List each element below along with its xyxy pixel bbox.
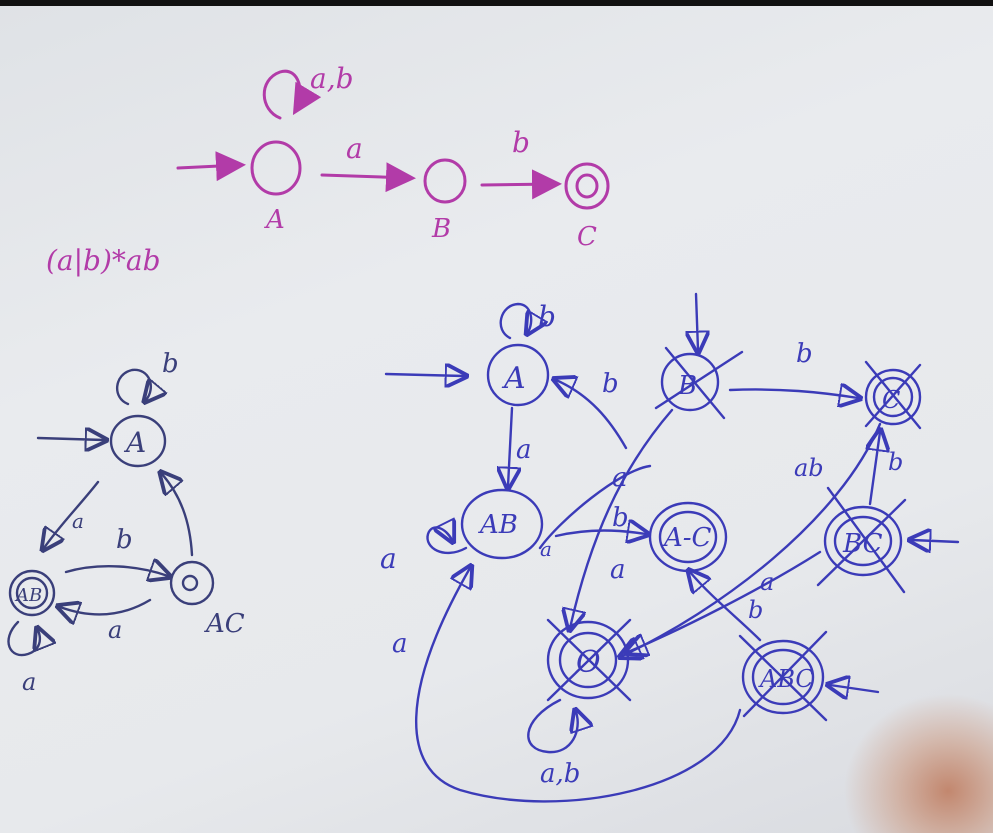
dfa-label-ac: A-C: [662, 523, 712, 553]
dfa-edge-b-empty-label: a: [612, 463, 628, 493]
dfa-loop-empty: [527, 698, 577, 754]
dfa-edge-bc-c: [870, 432, 880, 506]
min-dfa-edge-a-ab: [44, 480, 100, 548]
min-dfa-edge-ac-ab: [60, 598, 152, 615]
nfa-state-b: [423, 158, 467, 204]
frame-top-edge: [0, 0, 993, 6]
dfa-empty-cross-2: [546, 618, 632, 702]
min-dfa-edge-ab-ac: [64, 566, 168, 576]
min-dfa-edge-ac-ab-label: a: [108, 616, 122, 644]
dfa-state-ac-ring: [658, 510, 718, 564]
min-dfa-label-ac: AC: [204, 609, 245, 639]
min-dfa-loop-a-label: b: [162, 349, 179, 379]
dfa-edge-c-empty-label: ab: [794, 454, 824, 482]
dfa-edge-ac-ab: [538, 464, 652, 550]
nfa-edge-ab-label: a: [346, 132, 363, 165]
dfa-edge-abc-ac-label: b: [748, 596, 763, 624]
dfa-state-bc-ring: [833, 515, 893, 567]
dfa-label-a: A: [501, 361, 526, 396]
min-dfa-loop-ab: [7, 620, 40, 657]
dfa-loop-a-label: b: [538, 300, 556, 333]
dfa-b-start: [696, 292, 698, 350]
dfa-abc-start: [830, 685, 880, 692]
dfa-label-empty: Ø: [575, 645, 602, 680]
dfa-loop-ab-label: a: [380, 542, 397, 575]
dfa-bc-cross-2: [816, 498, 907, 587]
min-dfa-loop-ab-label: a: [22, 668, 36, 696]
dfa-edge-bc-empty: [628, 550, 822, 652]
min-dfa-edge-a-ab-label: a: [72, 509, 84, 533]
subset-dfa-diagram: A B C AB A-C BC Ø ABC b a a,b a b b b a …: [380, 292, 960, 803]
min-dfa-loop-a: [116, 368, 151, 404]
min-dfa-label-a: A: [123, 426, 146, 459]
nfa-self-loop: [262, 69, 322, 120]
dfa-edge-ab-ac: [554, 531, 646, 537]
dfa-edge-ac-a: [556, 380, 628, 450]
dfa-bc-cross-1: [826, 486, 906, 594]
dfa-edge-b-c-label: b: [796, 339, 813, 369]
dfa-edge-ac-a-label: b: [602, 369, 619, 399]
nfa-edge-a-b: [320, 162, 416, 193]
dfa-state-c: [864, 368, 922, 426]
nfa-loop-label: a,b: [310, 62, 354, 95]
dfa-edge-c-empty: [622, 422, 882, 656]
dfa-edge-abc-ac: [690, 572, 762, 642]
dfa-label-ab: AB: [478, 510, 518, 540]
dfa-abc-cross-2: [742, 630, 828, 718]
dfa-loop-ab: [426, 527, 468, 555]
min-dfa-state-ac: [169, 560, 215, 606]
dfa-edge-a-ab-label: a: [516, 435, 532, 465]
dfa-abc-cross-1: [738, 634, 828, 722]
min-dfa-edge-ab-ac-label: b: [116, 525, 133, 555]
nfa-state-a: [250, 140, 302, 196]
dfa-label-b: B: [677, 371, 697, 401]
dfa-edge-ab-ac-label: b: [612, 503, 629, 533]
dfa-edge-b-c: [728, 389, 858, 398]
nfa-edge-bc-label: b: [512, 126, 530, 159]
nfa-diagram: a,b a b A B C (a|b)*ab: [46, 62, 610, 277]
nfa-state-c-inner: [575, 173, 599, 199]
dfa-bc-start: [912, 540, 960, 542]
nfa-edge-b-c: [480, 169, 562, 200]
min-dfa-state-ab: [8, 569, 56, 617]
dfa-loop-empty-label: a,b: [540, 759, 580, 789]
dfa-loop-a: [499, 302, 531, 338]
dfa-label-c: C: [882, 386, 900, 414]
dfa-edge-bc-c-label: b: [888, 448, 903, 476]
min-dfa-label-ab: AB: [14, 585, 42, 606]
nfa-label-c: C: [577, 222, 597, 252]
min-dfa-edge-ac-a: [162, 474, 194, 557]
dfa-edge-abc-ab: [414, 568, 742, 803]
dfa-state-abc: [741, 639, 825, 715]
dfa-label-bc: BC: [842, 529, 883, 559]
dfa-start-arrow: [384, 374, 464, 376]
min-dfa-start-arrow: [36, 438, 104, 440]
dfa-state-abc-ring: [751, 648, 815, 706]
dfa-edge-bc-empty-label: a: [760, 568, 774, 596]
nfa-start-arrow: [176, 151, 246, 182]
dfa-edge-a-ab: [508, 406, 512, 486]
nfa-label-b: B: [431, 214, 451, 244]
min-dfa-state-a: [109, 414, 167, 468]
dfa-edge-b-empty: [570, 408, 674, 628]
nfa-state-c: [564, 162, 610, 210]
nfa-label-a: A: [264, 205, 285, 235]
dfa-state-bc: [823, 505, 903, 577]
min-dfa-state-ac-inner: [181, 574, 199, 592]
dfa-b-cross-2: [654, 350, 744, 410]
dfa-state-c-ring: [872, 376, 914, 418]
dfa-edge-abc-ab-label: a: [392, 629, 408, 659]
dfa-label-abc: ABC: [758, 665, 814, 693]
dfa-edge-ac-ab-label: a: [610, 555, 626, 585]
minimal-dfa-diagram: A AB AC b a a b a: [7, 349, 245, 696]
hand-shadow: [843, 693, 993, 833]
dfa-c-cross-2: [864, 363, 922, 428]
min-dfa-state-ab-ring: [15, 576, 49, 610]
dfa-edge-ab-extra-label: a: [540, 537, 552, 561]
regex-label: (a|b)*ab: [46, 244, 161, 277]
